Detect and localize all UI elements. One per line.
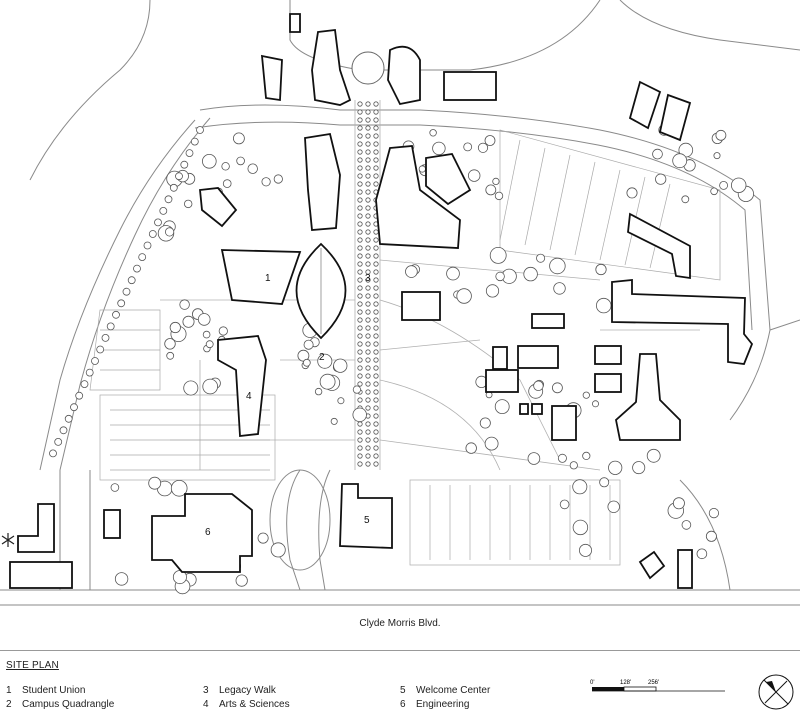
road-network [0, 0, 800, 606]
legend-item: 6 Engineering [400, 698, 490, 712]
palm-tree-icon [1, 533, 15, 547]
legend-label: Welcome Center [416, 685, 491, 696]
site-plan-title: SITE PLAN [6, 660, 59, 671]
building-number-2: 2 [319, 352, 325, 363]
legend-number: 1 [6, 685, 12, 696]
legend-column: 5 Welcome Center 6 Engineering [400, 684, 490, 712]
legend-number: 2 [6, 699, 12, 710]
legend-item: 4 Arts & Sciences [203, 698, 290, 712]
legend-label: Campus Quadrangle [22, 699, 115, 710]
scale-tick-label: 0' [590, 680, 594, 686]
scale-bar: 0' 128' 256' [590, 680, 725, 692]
building-number-1: 1 [265, 273, 271, 284]
legacy-walk-tree-rows [357, 101, 379, 467]
legend-number: 5 [400, 685, 406, 696]
legend-item: 3 Legacy Walk [203, 684, 290, 698]
building-arts-and-sciences [217, 335, 267, 437]
legend-item: 5 Welcome Center [400, 684, 490, 698]
legend-number: 3 [203, 685, 209, 696]
building-number-3: 3 [365, 273, 371, 284]
scattered-trees [49, 124, 755, 595]
site-plan-map: 1 2 3 4 5 6 [0, 0, 800, 606]
legend-label: Student Union [22, 685, 86, 696]
scale-tick-label: 128' [620, 680, 631, 686]
north-arrow-icon [758, 674, 794, 710]
parking-lots [89, 129, 721, 566]
scale-tick-label: 256' [648, 680, 659, 686]
building-welcome-center [339, 483, 393, 549]
legend-number: 4 [203, 699, 209, 710]
legend-label: Legacy Walk [219, 685, 276, 696]
building-engineering [151, 493, 253, 573]
buildings [9, 13, 754, 589]
legend-number: 6 [400, 699, 406, 710]
legend-item: 1 Student Union [6, 684, 114, 698]
street-label: Clyde Morris Blvd. [359, 618, 441, 629]
building-number-6: 6 [205, 527, 211, 538]
building-number-labels: 1 2 3 4 5 6 [205, 273, 371, 538]
building-student-union [220, 249, 302, 305]
building-number-5: 5 [364, 515, 370, 526]
building-number-4: 4 [246, 391, 252, 402]
legend-column: 1 Student Union 2 Campus Quadrangle [6, 684, 114, 712]
legend-column: 3 Legacy Walk 4 Arts & Sciences [203, 684, 290, 712]
map-legend-footer: SITE PLAN 1 Student Union 2 Campus Quadran… [0, 650, 800, 722]
legend-label: Arts & Sciences [219, 699, 290, 710]
legend-item: 2 Campus Quadrangle [6, 698, 114, 712]
legend-label: Engineering [416, 699, 470, 710]
